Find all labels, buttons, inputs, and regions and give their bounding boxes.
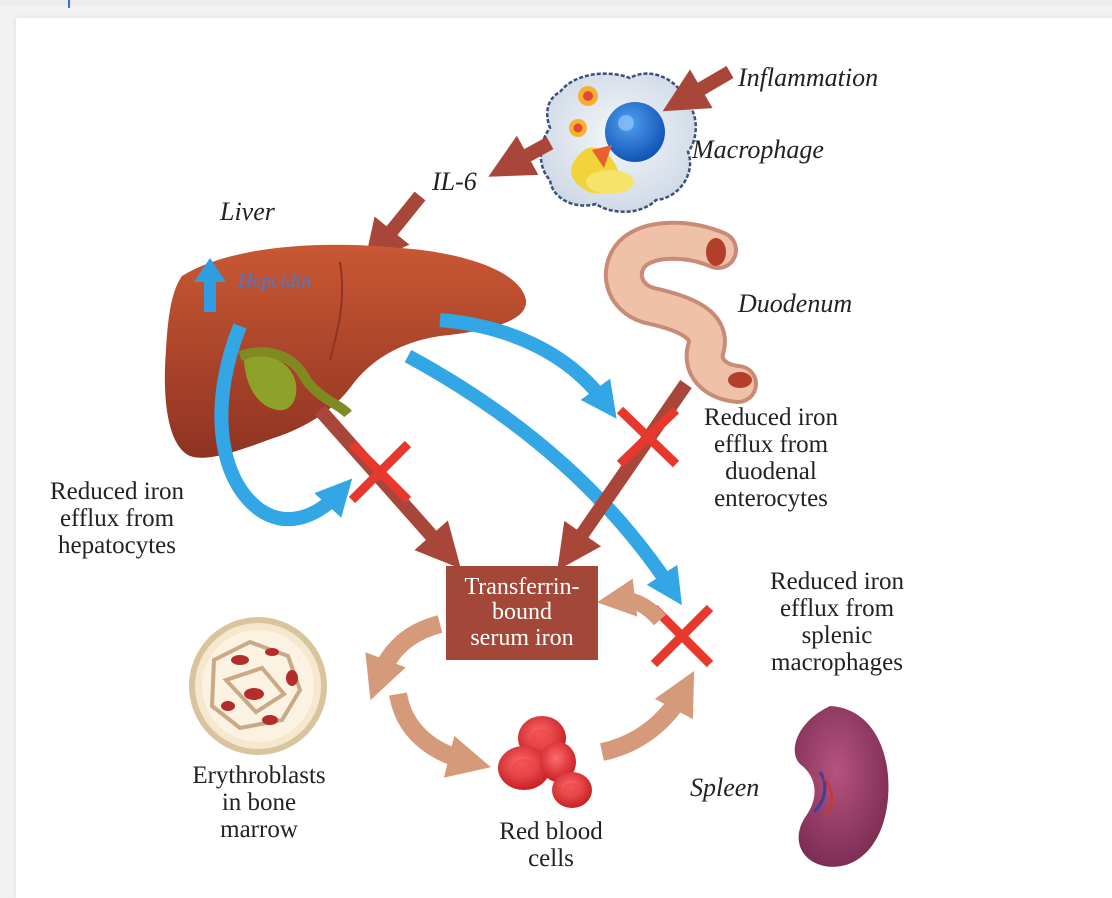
cycle-rbc-to-spleen-arrow	[602, 690, 684, 752]
duodenum-icon	[624, 238, 752, 388]
duodenum-label: Duodenum	[738, 290, 852, 318]
cycle-marrow-to-rbc-arrow	[398, 694, 470, 762]
cross-icon-duodenum	[620, 410, 676, 464]
cycle-spleen-to-transferrin-arrow	[616, 600, 660, 620]
rbc-label: Red blood cells	[478, 818, 624, 872]
hepatocytes-label: Reduced iron efflux from hepatocytes	[28, 478, 206, 559]
cross-icon-hepatocytes	[352, 444, 408, 500]
cycle-to-marrow-arrow	[378, 624, 440, 680]
erythroblasts-label: Erythroblasts in bone marrow	[176, 762, 342, 843]
macrophage-icon	[541, 74, 696, 212]
inflammation-label: Inflammation	[738, 64, 878, 92]
liver-label: Liver	[220, 198, 275, 226]
red-blood-cells-icon	[498, 716, 592, 808]
duodenal-label: Reduced iron efflux from duodenal entero…	[680, 404, 862, 512]
il6-to-liver-arrow	[378, 196, 420, 248]
bone-marrow-icon	[192, 620, 324, 752]
spleen-icon	[795, 706, 889, 867]
macrophage-label: Macrophage	[692, 136, 824, 164]
inflammation-arrow	[682, 72, 730, 100]
splenic-label: Reduced iron efflux from splenic macroph…	[744, 568, 930, 676]
transferrin-box: Transferrin- bound serum iron	[446, 566, 598, 660]
hepcidin-label: Hepcidin	[238, 270, 311, 293]
il6-label: IL-6	[432, 168, 477, 196]
spleen-label: Spleen	[690, 774, 759, 802]
